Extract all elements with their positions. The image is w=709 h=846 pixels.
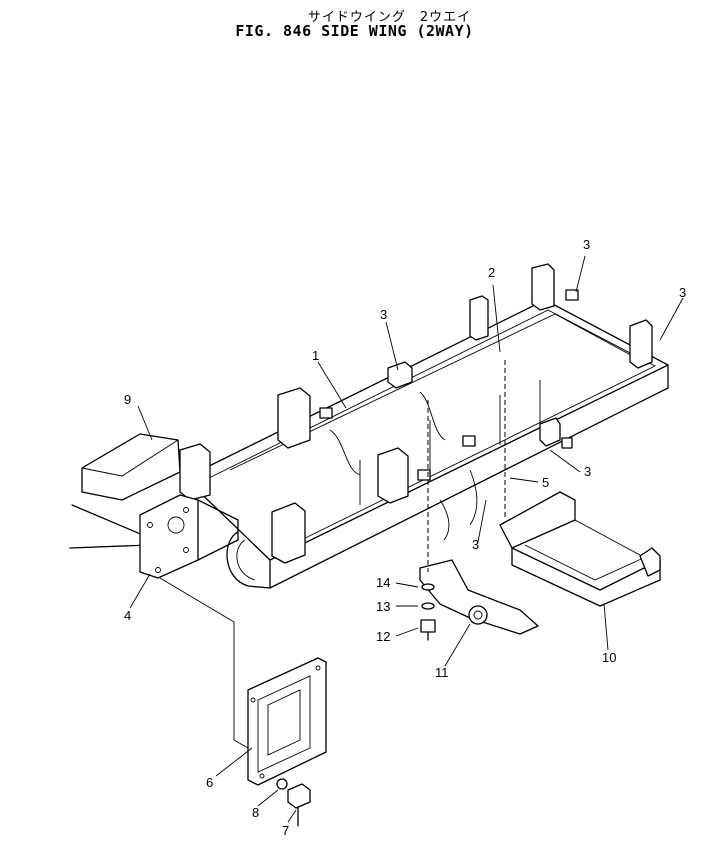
callout-2: 2 [488, 265, 495, 280]
part-4-mount-plate [139, 494, 239, 579]
part-6-cover [247, 657, 327, 786]
part-8-washer [276, 778, 288, 790]
part-14-washer [421, 583, 435, 591]
callout-1: 1 [312, 348, 319, 363]
leader-4-to-6 [159, 577, 249, 749]
callout-11: 11 [435, 665, 449, 680]
callout-3: 3 [380, 307, 387, 322]
callout-5: 5 [542, 475, 549, 490]
callout-8: 8 [252, 805, 259, 820]
part-9-panel [69, 433, 211, 556]
callout-3: 3 [584, 464, 591, 479]
callout-14: 14 [376, 575, 390, 590]
callout-3: 3 [679, 285, 686, 300]
leader-lines [129, 255, 684, 823]
callout-10: 10 [602, 650, 616, 665]
callout-9: 9 [124, 392, 131, 407]
part-7-bolt [287, 783, 311, 827]
part-12-bolt [420, 619, 436, 641]
frame-brackets [271, 263, 653, 564]
side-wing-frame [184, 299, 669, 589]
callout-7: 7 [282, 823, 289, 838]
callout-4: 4 [124, 608, 131, 623]
part-10-tray [499, 491, 661, 607]
part-11-arm [419, 559, 539, 635]
callout-6: 6 [206, 775, 213, 790]
figure-title-japanese: サイドウイング 2ウエイ [307, 10, 472, 25]
figure-title: FIG. 846 SIDE WING (2WAY) [235, 22, 474, 40]
callout-3: 3 [472, 537, 479, 552]
callout-labels: 1 2 3 3 3 3 3 4 5 6 7 8 9 10 11 12 13 14 [124, 237, 686, 838]
callout-13: 13 [376, 599, 390, 614]
callout-12: 12 [376, 629, 390, 644]
callout-3: 3 [583, 237, 590, 252]
part-13-washer [421, 602, 435, 610]
